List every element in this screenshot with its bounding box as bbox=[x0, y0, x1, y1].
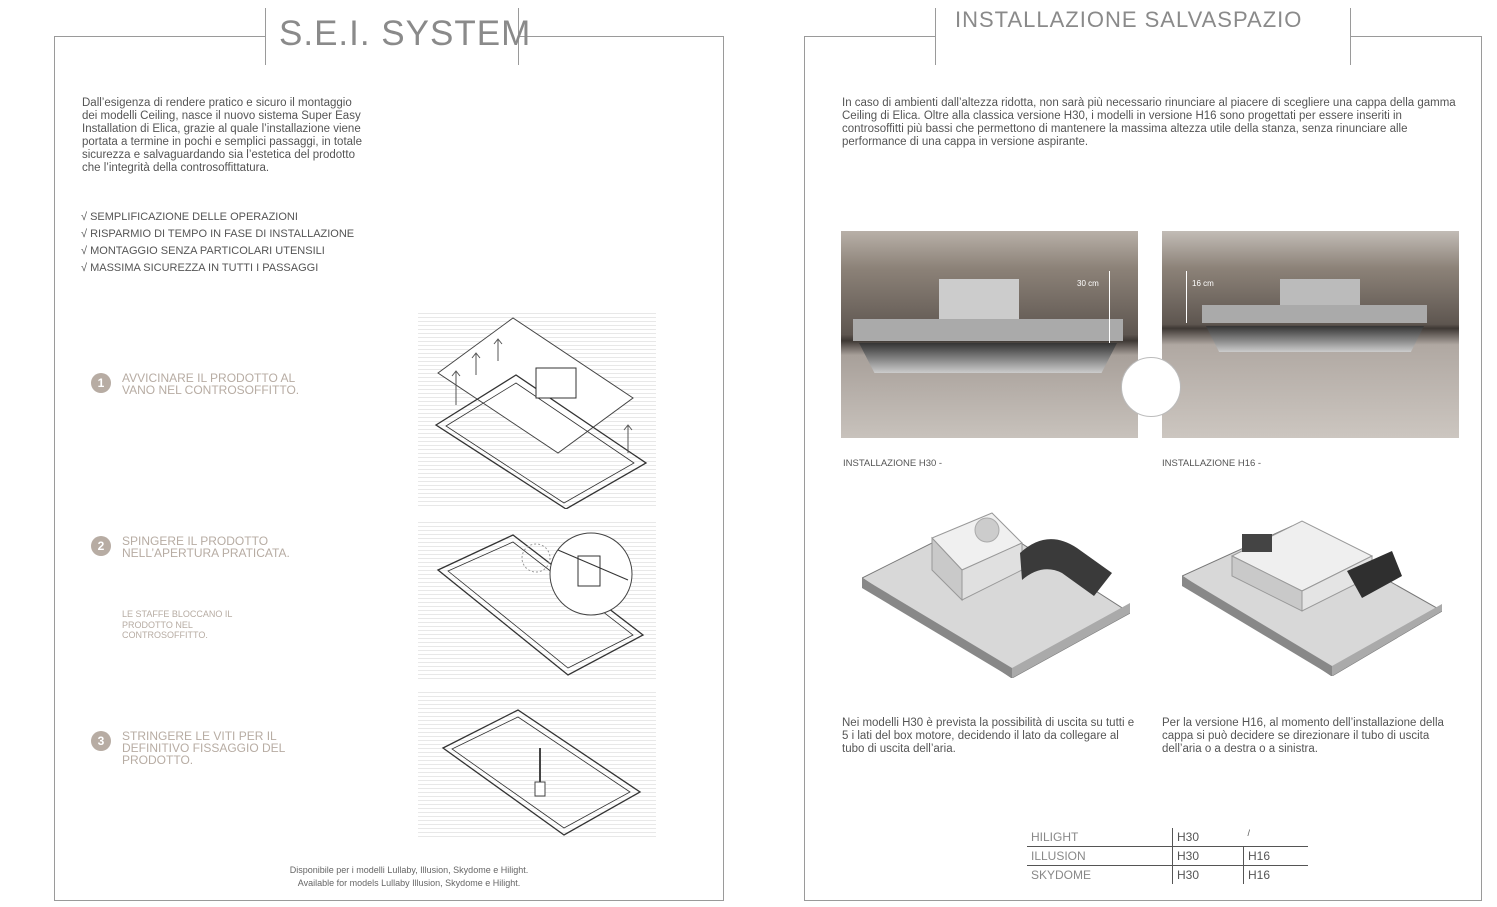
step-3-text: STRINGERE LE VITI PER IL DEFINITIVO FISS… bbox=[122, 729, 285, 767]
left-title-divider-left bbox=[265, 8, 266, 65]
version-h16: H16 bbox=[1243, 865, 1308, 884]
right-title-divider-right bbox=[1350, 8, 1351, 65]
product-h30-image bbox=[861, 508, 1131, 679]
step-1-text: AVVICINARE IL PRODOTTO AL VANO NEL CONTR… bbox=[122, 371, 300, 397]
left-page-title: S.E.I. SYSTEM bbox=[279, 14, 532, 53]
photo-h16-installation: 16 cm bbox=[1162, 231, 1459, 438]
step-1-drawing bbox=[418, 313, 656, 510]
right-page-title: INSTALLAZIONE SALVASPAZIO bbox=[955, 7, 1303, 32]
decorative-circle bbox=[1121, 357, 1181, 417]
hood-motor-box bbox=[1280, 279, 1360, 305]
step-3-number: 3 bbox=[91, 731, 111, 751]
hood-motor-box bbox=[939, 279, 1019, 321]
left-frame-top-right bbox=[518, 36, 723, 37]
step-3-drawing bbox=[418, 690, 656, 840]
dimension-label-16cm: 16 cm bbox=[1192, 279, 1214, 288]
product-h16-image bbox=[1180, 516, 1443, 677]
left-footer-en: Available for models Lullaby Illusion, S… bbox=[297, 878, 521, 888]
table-row: HILIGHT H30 / bbox=[1027, 828, 1308, 847]
benefit-item: RISPARMIO DI TEMPO IN FASE DI INSTALLAZI… bbox=[81, 226, 381, 243]
desc-h30: Nei modelli H30 è prevista la possibilit… bbox=[842, 717, 1135, 755]
step-2-text: SPINGERE IL PRODOTTO NELL’APERTURA PRATI… bbox=[122, 534, 290, 560]
benefit-item: MASSIMA SICUREZZA IN TUTTI I PASSAGGI bbox=[81, 260, 381, 277]
right-frame-top-left bbox=[804, 36, 935, 37]
left-page-frame bbox=[54, 36, 724, 901]
sei-benefits-list: SEMPLIFICAZIONE DELLE OPERAZIONI RISPARM… bbox=[81, 209, 381, 277]
version-h30: H30 bbox=[1172, 846, 1244, 866]
model-name: HILIGHT bbox=[1031, 830, 1079, 844]
dimension-line bbox=[1109, 271, 1110, 343]
caption-h30: INSTALLAZIONE H30 - bbox=[843, 458, 943, 469]
version-h30: H30 bbox=[1172, 865, 1244, 884]
step-2-number: 2 bbox=[91, 536, 111, 556]
table-row: SKYDOME H30 H16 bbox=[1027, 865, 1308, 884]
hood-panel bbox=[1206, 326, 1424, 352]
model-version-table: HILIGHT H30 / ILLUSION H30 H16 SKYDOME H… bbox=[1027, 828, 1308, 884]
hood-panel bbox=[859, 343, 1117, 373]
sei-intro-text: Dall’esigenza di rendere pratico e sicur… bbox=[82, 97, 362, 174]
dimension-label-30cm: 30 cm bbox=[1077, 279, 1099, 288]
version-h30: H30 bbox=[1172, 828, 1244, 847]
version-h16: H16 bbox=[1243, 846, 1308, 866]
hood-frame bbox=[853, 319, 1123, 341]
table-row: ILLUSION H30 H16 bbox=[1027, 846, 1308, 866]
salvaspazio-intro-text: In caso di ambienti dall’altezza ridotta… bbox=[842, 97, 1456, 148]
desc-h16: Per la versione H16, al momento dell’ins… bbox=[1162, 717, 1444, 755]
hood-frame bbox=[1202, 305, 1427, 323]
photo-h30-installation: 30 cm bbox=[841, 231, 1138, 438]
step-2-drawing bbox=[418, 520, 656, 682]
right-title-divider-left bbox=[935, 8, 936, 65]
left-frame-top-left bbox=[54, 36, 265, 37]
step-1-number: 1 bbox=[91, 373, 111, 393]
step-2-note: LE STAFFE BLOCCANO IL PRODOTTO NEL CONTR… bbox=[122, 609, 233, 640]
right-page-frame bbox=[804, 36, 1482, 901]
caption-h16: INSTALLAZIONE H16 - bbox=[1162, 458, 1262, 469]
model-name: SKYDOME bbox=[1031, 868, 1092, 882]
left-footer-it: Disponibile per i modelli Lullaby, Illus… bbox=[289, 865, 529, 875]
benefit-item: MONTAGGIO SENZA PARTICOLARI UTENSILI bbox=[81, 243, 381, 260]
version-h16: / bbox=[1247, 828, 1251, 838]
right-frame-top-right bbox=[1350, 36, 1481, 37]
dimension-line bbox=[1186, 271, 1187, 323]
model-name: ILLUSION bbox=[1027, 846, 1173, 866]
benefit-item: SEMPLIFICAZIONE DELLE OPERAZIONI bbox=[81, 209, 381, 226]
left-title-divider-right bbox=[518, 8, 519, 65]
